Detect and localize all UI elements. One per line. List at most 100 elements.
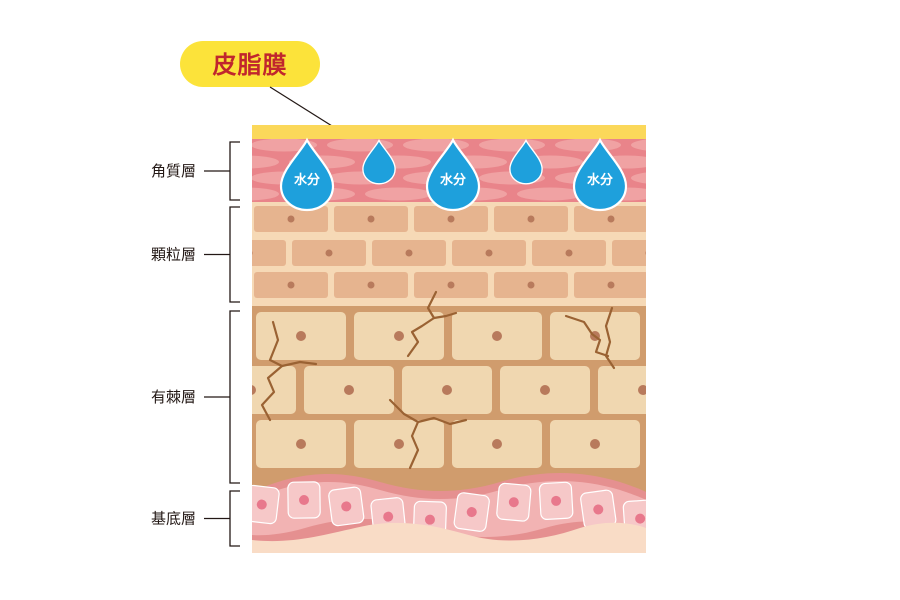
granular-cell (252, 240, 286, 266)
granular-cell (654, 272, 728, 298)
basal-cell (453, 492, 490, 532)
granular-nucleus (645, 251, 646, 255)
granular-cell (612, 240, 646, 266)
spinous-nucleus (296, 331, 306, 341)
label-basal-layer: 基底層 (151, 510, 196, 528)
granular-nucleus (287, 215, 295, 223)
crack-5 (564, 314, 610, 358)
basal-cell (287, 481, 321, 519)
bracket-stratum-corneum (229, 141, 240, 201)
spinous-nucleus (394, 331, 404, 341)
spinous-nucleus (296, 439, 306, 449)
granular-nucleus (565, 249, 573, 257)
callout-label: 皮脂膜 (213, 51, 288, 79)
water-drop (362, 138, 396, 185)
bracket-spinous-layer (229, 310, 240, 484)
corneum-cell (252, 187, 279, 201)
water-drop (279, 137, 335, 212)
granular-nucleus (607, 215, 615, 223)
crack-3 (406, 290, 438, 358)
water-drop-label: 水分 (294, 172, 320, 188)
spinous-cell (648, 312, 738, 360)
spinous-cell (158, 420, 248, 468)
crack-8 (416, 416, 468, 426)
spinous-nucleus (442, 385, 452, 395)
spinous-nucleus (198, 331, 208, 341)
corneum-cell (517, 187, 583, 201)
granular-nucleus (367, 215, 375, 223)
granular-cell (174, 272, 248, 298)
spinous-nucleus (688, 439, 698, 449)
spinous-nucleus (198, 439, 208, 449)
granular-cell (174, 206, 248, 232)
spinous-cell (252, 366, 296, 414)
spinous-cell (598, 366, 646, 414)
granular-nucleus (688, 216, 695, 223)
corneum-cell (631, 172, 646, 184)
water-drop (572, 137, 628, 212)
granular-nucleus (485, 249, 493, 257)
spinous-nucleus (394, 439, 404, 449)
granular-nucleus (367, 281, 375, 289)
spinous-nucleus (688, 331, 698, 341)
spinous-nucleus (252, 385, 256, 395)
granular-nucleus (607, 281, 615, 289)
callout-bubble (180, 41, 320, 87)
granular-nucleus (688, 282, 695, 289)
water-drop (425, 137, 481, 212)
granular-nucleus (208, 216, 215, 223)
granular-layer-cells (174, 206, 728, 298)
granular-nucleus (405, 249, 413, 257)
bracket-basal-layer (229, 490, 240, 547)
layer-brackets (204, 141, 240, 547)
granular-nucleus (447, 215, 455, 223)
granular-nucleus (527, 215, 535, 223)
granular-nucleus (447, 281, 455, 289)
water-drop (509, 138, 543, 185)
spinous-nucleus (540, 385, 550, 395)
basal-cell (580, 489, 617, 530)
spinous-nucleus (492, 331, 502, 341)
dermis-boundary (252, 522, 646, 553)
water-drop-label: 水分 (587, 172, 613, 188)
granular-cell (654, 206, 728, 232)
corneum-cell (175, 139, 241, 152)
callout-leader-line (269, 86, 341, 132)
bracket-granular-layer (229, 206, 240, 303)
granular-nucleus (208, 282, 215, 289)
spinous-nucleus (590, 439, 600, 449)
granular-nucleus (287, 281, 295, 289)
label-spinous-layer: 有棘層 (151, 388, 196, 406)
sebum-callout: 皮脂膜 (180, 41, 341, 132)
spinous-nucleus (638, 385, 646, 395)
corneum-cell (479, 138, 545, 152)
spinous-nucleus (344, 385, 354, 395)
basal-cell (252, 484, 280, 525)
crack-1 (260, 320, 284, 422)
basal-cell (496, 482, 532, 522)
sebum-film (252, 125, 646, 139)
corneum-cell (252, 155, 279, 169)
granular-nucleus (325, 249, 333, 257)
spinous-cell (158, 312, 248, 360)
label-stratum-corneum: 角質層 (151, 162, 196, 180)
granular-nucleus (527, 281, 535, 289)
skin-cracks (260, 290, 616, 470)
water-drops: 水分 水分 水分 (279, 137, 628, 212)
crack-2 (280, 360, 318, 368)
spinous-cell (648, 420, 738, 468)
spinous-nucleus (492, 439, 502, 449)
corneum-cell (555, 138, 621, 152)
granular-nucleus (252, 251, 253, 255)
crack-6 (604, 306, 616, 370)
corneum-cell (631, 139, 646, 151)
label-granular-layer: 顆粒層 (151, 246, 196, 264)
corneum-cell (365, 187, 431, 201)
water-drop-label: 水分 (440, 172, 466, 188)
spinous-layer-cells (158, 312, 738, 468)
basal-cell (328, 486, 365, 527)
crack-7 (388, 398, 420, 470)
basal-cell (538, 481, 574, 521)
